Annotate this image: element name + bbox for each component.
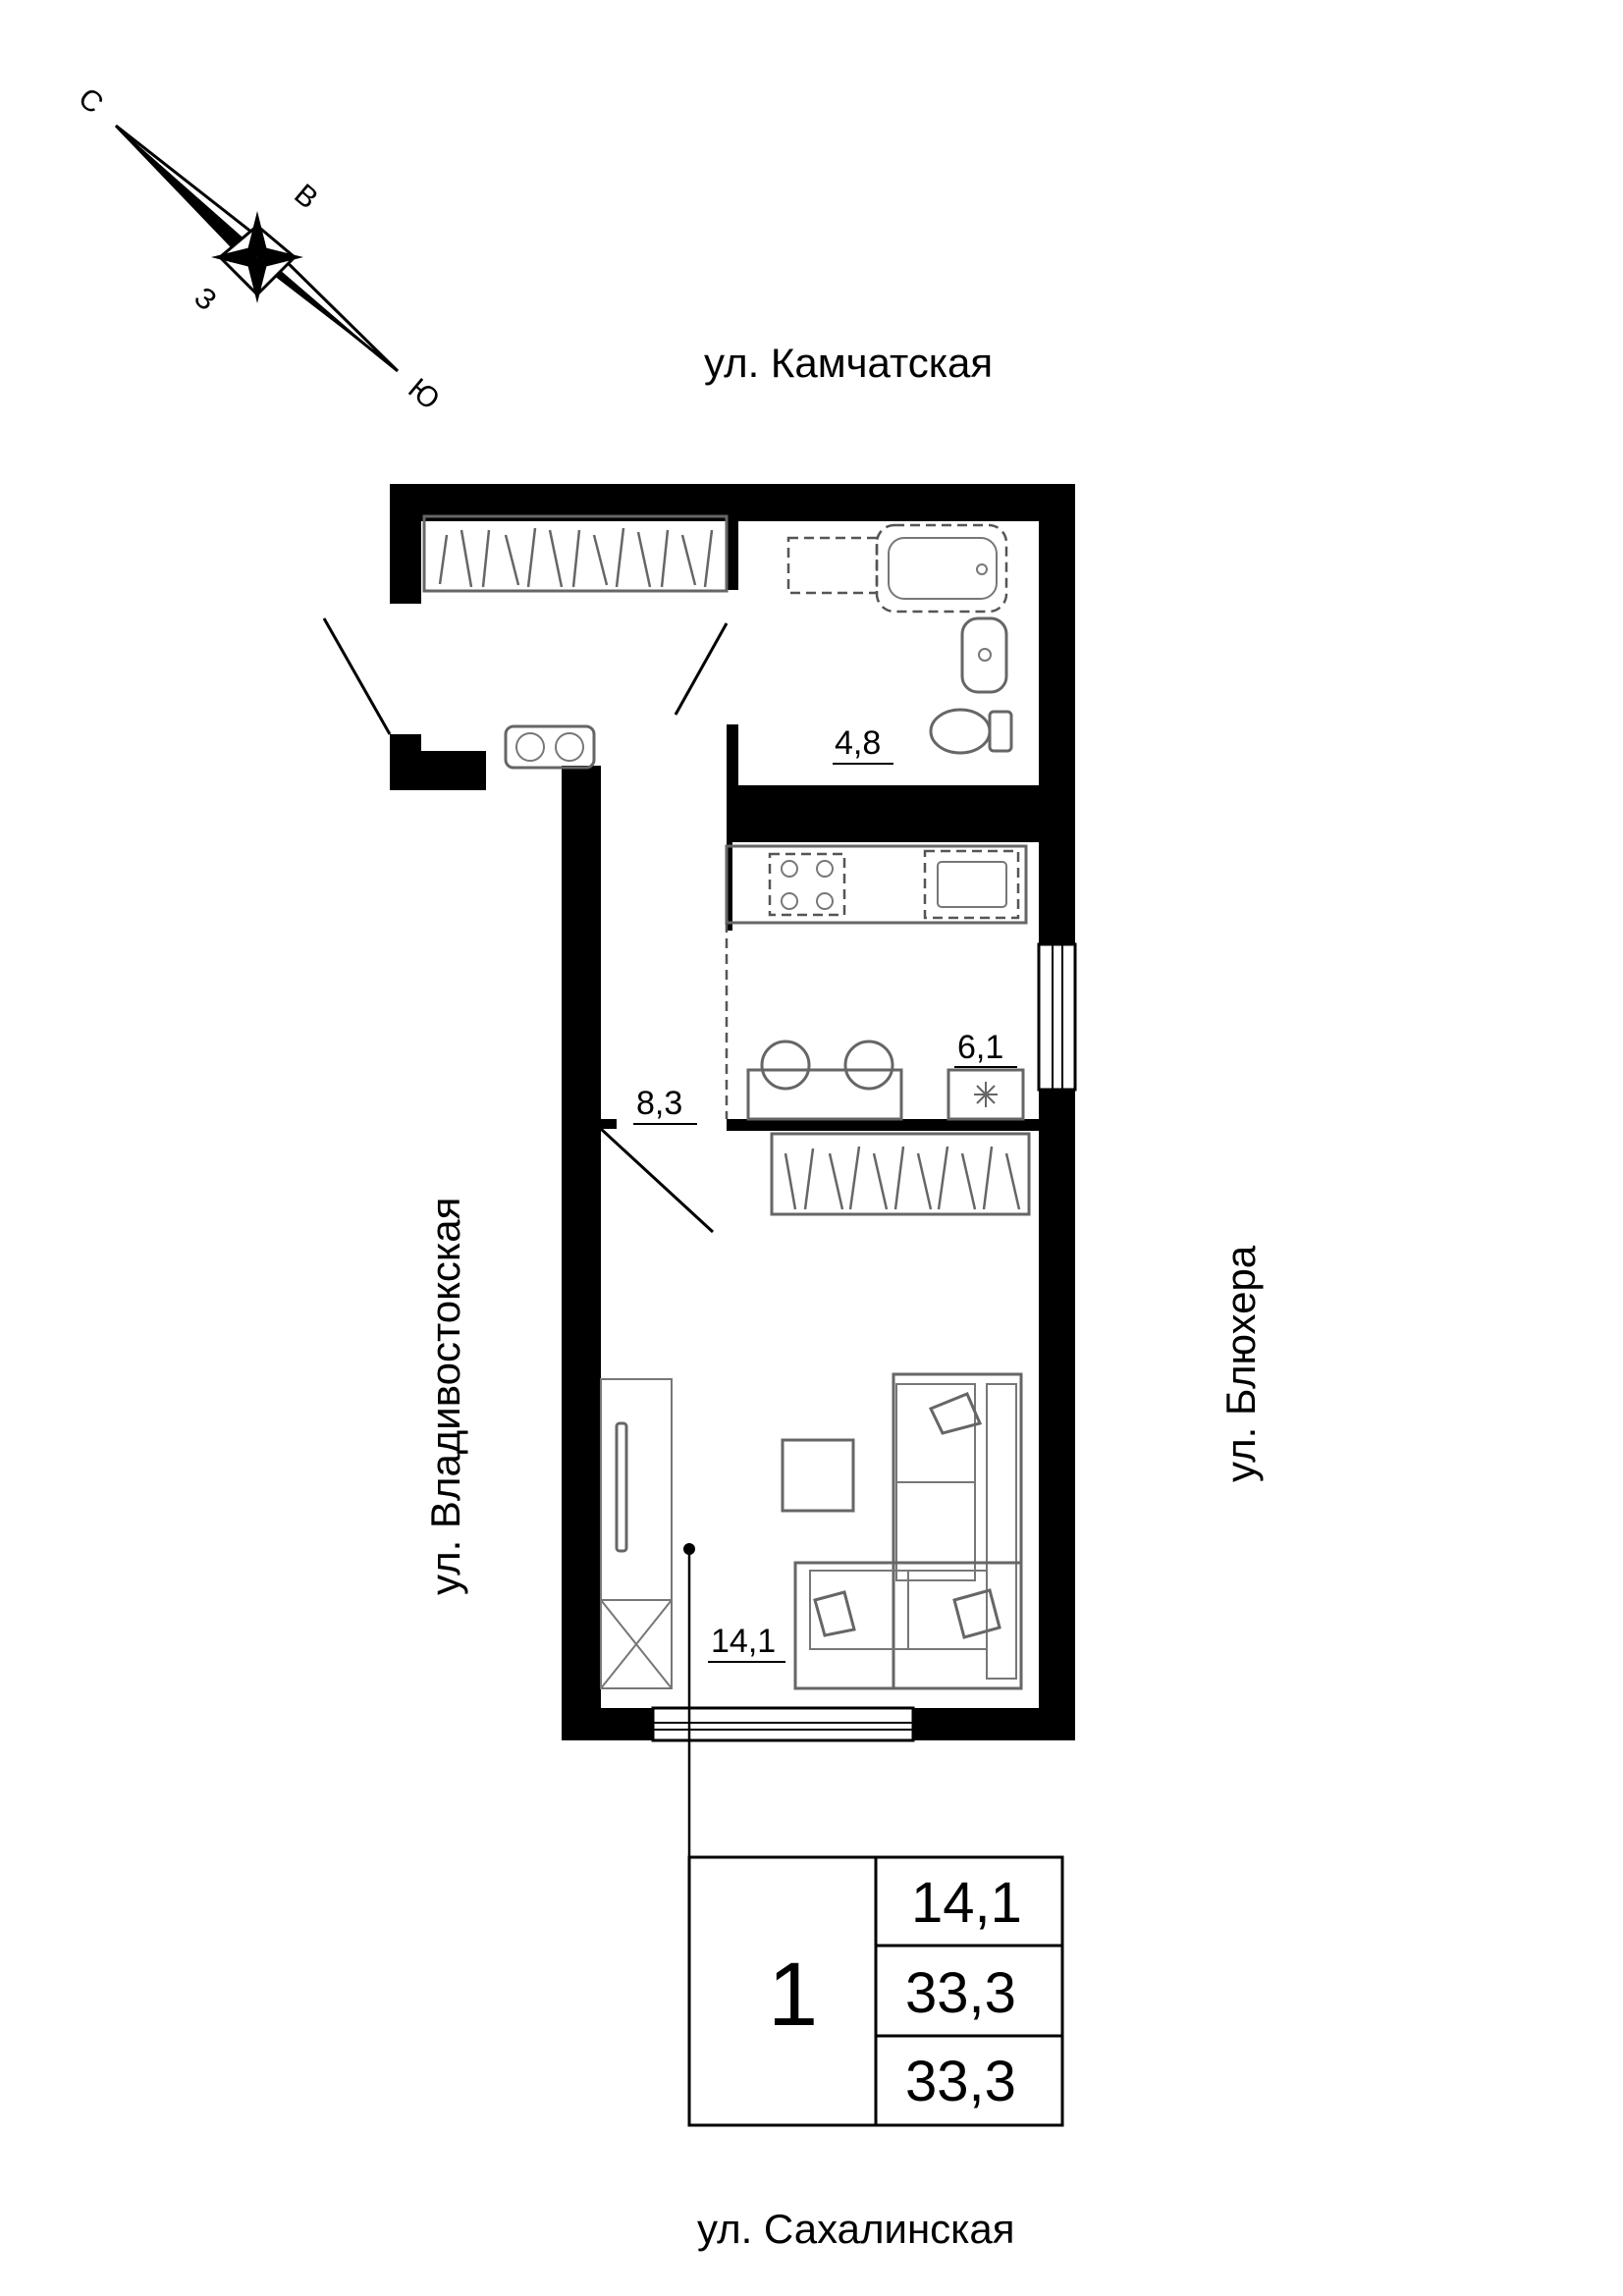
compass-south-label: Ю bbox=[402, 372, 445, 416]
living-area: 14,1 bbox=[711, 1623, 776, 1660]
bath-step bbox=[786, 536, 879, 595]
bathroom-area: 4,8 bbox=[835, 724, 881, 762]
summary-total-area-2: 33,3 bbox=[905, 2050, 1016, 2113]
hall-area: 8,3 bbox=[636, 1085, 682, 1122]
sofa bbox=[793, 1372, 1023, 1690]
dining-set bbox=[746, 1040, 903, 1121]
toilet-icon bbox=[929, 708, 992, 755]
summary-table: 1 14,1 33,3 33,3 bbox=[687, 1855, 1064, 2127]
hall-wardrobe bbox=[422, 514, 729, 593]
compass-east-label: В bbox=[288, 178, 324, 215]
summary-total-area: 33,3 bbox=[905, 1961, 1016, 2025]
coffee-table bbox=[781, 1438, 855, 1513]
fridge bbox=[947, 1068, 1025, 1121]
sink-icon bbox=[960, 616, 1008, 694]
rooms-count: 1 bbox=[768, 1945, 818, 2045]
entry-bench bbox=[504, 724, 596, 770]
street-north-label: ул. Камчатская bbox=[704, 340, 993, 386]
living-window bbox=[651, 1706, 915, 1742]
kitchen-window bbox=[1037, 942, 1077, 1092]
summary-living-area: 14,1 bbox=[911, 1871, 1022, 1935]
compass-north-label: С bbox=[72, 81, 109, 120]
tv-cabinet bbox=[600, 1378, 673, 1689]
bathroom-fixtures bbox=[786, 523, 1013, 755]
living-room-door bbox=[599, 1127, 715, 1234]
kitchen-area: 6,1 bbox=[957, 1029, 1003, 1066]
doors bbox=[322, 617, 729, 1234]
stove-icon bbox=[768, 852, 846, 917]
entry-door bbox=[322, 617, 392, 735]
living-wardrobe bbox=[770, 1132, 1031, 1216]
kitchen-sink-icon bbox=[923, 849, 1020, 920]
bathtub-icon bbox=[875, 523, 1008, 614]
walls bbox=[390, 484, 1075, 1740]
compass-rose: С В З Ю bbox=[72, 81, 445, 416]
street-east-label: ул. Блюхера bbox=[1217, 1245, 1264, 1482]
kitchen-counter bbox=[725, 844, 1028, 925]
street-south-label: ул. Сахалинская bbox=[697, 2206, 1015, 2252]
street-west-label: ул. Владивостокская bbox=[422, 1198, 468, 1595]
compass-west-label: З bbox=[188, 281, 222, 317]
bathroom-door bbox=[674, 622, 729, 716]
